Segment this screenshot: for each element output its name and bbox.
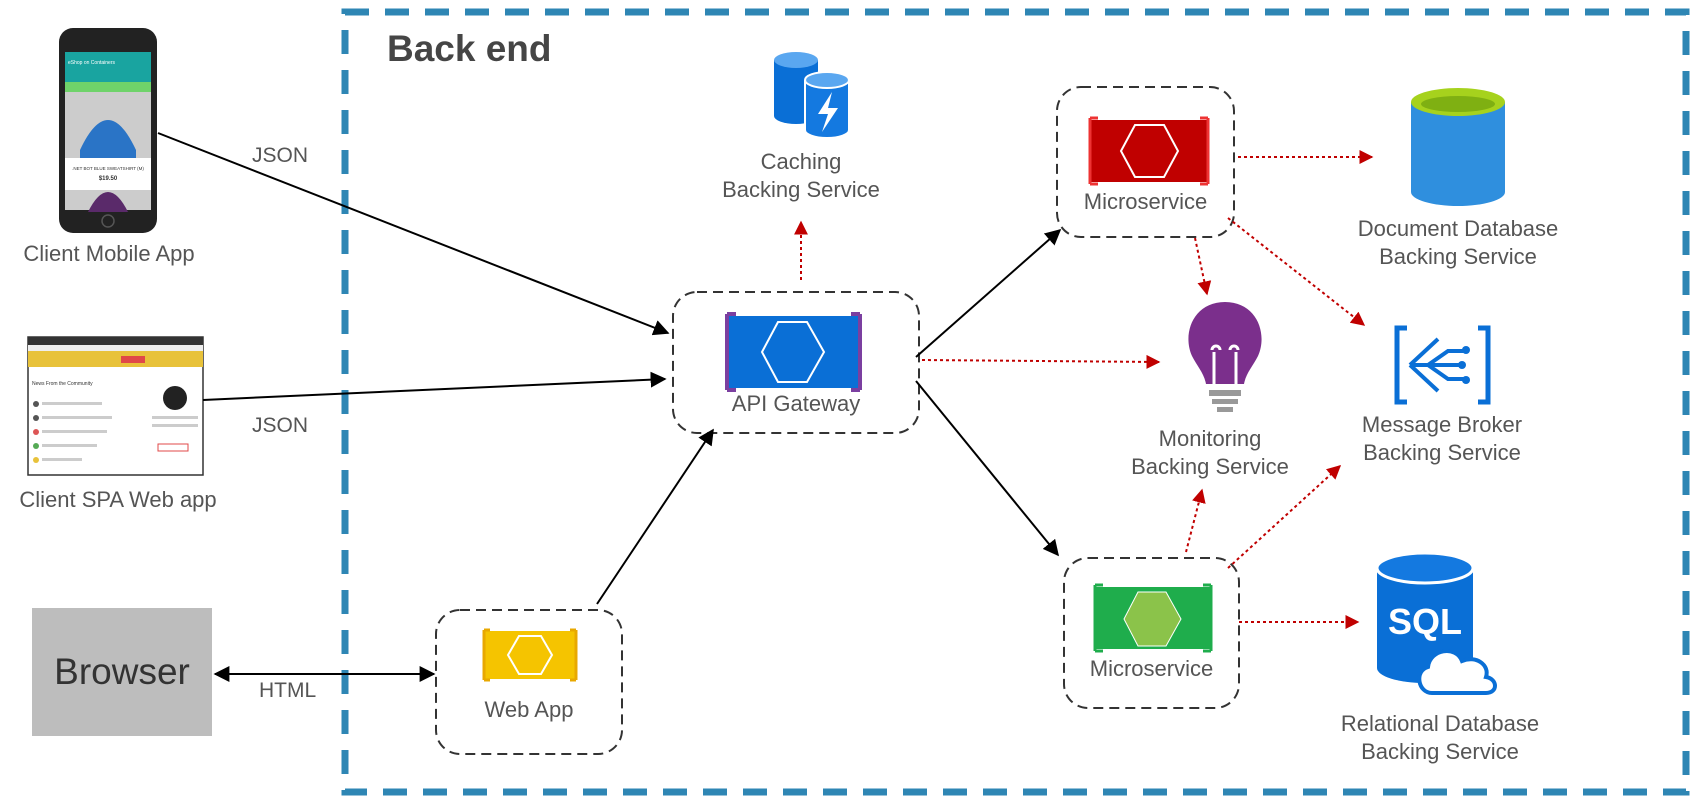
document-db-service-label: Document Database Backing Service [1323,215,1593,271]
microservice-top-icon [1088,116,1210,186]
microservice-bottom-label: Microservice [1089,656,1214,681]
monitoring-service-line1: Monitoring [1158,426,1262,451]
edge-label-mobile-json: JSON [252,144,309,167]
mobile-product-price: $19.50 [99,176,118,182]
backend-title: Back end [387,28,552,69]
document-db-service-line2: Backing Service [1379,244,1537,269]
message-broker-service-line2: Backing Service [1363,440,1521,465]
microservice-bottom-icon [1093,583,1213,653]
caching-icon [774,52,850,139]
mobile-phone-device: eShop on Containers .NET BOT BLUE SWEATS… [59,28,157,233]
api-gateway-label: API Gateway [731,391,861,416]
spa-web-screenshot: News From the Community [27,336,204,476]
relational-database-icon: SQL [1375,551,1497,695]
relational-db-service-line1: Relational Database [1340,711,1540,736]
edge-label-spa-json: JSON [252,414,309,437]
web-app-icon [482,628,578,682]
relational-db-service-label: Relational Database Backing Service [1305,710,1575,766]
arrow-gateway-to-ms-bottom [915,380,1060,557]
client-mobile-app-label: Client Mobile App [23,241,195,266]
arrow-mobile-to-gateway [157,132,670,336]
web-app-label: Web App [484,697,574,722]
backend-boundary [341,8,1690,796]
message-broker-service-line1: Message Broker [1361,412,1523,437]
mobile-product-name: .NET BOT BLUE SWEATSHIRT (M) [72,166,144,171]
relational-db-service-line2: Backing Service [1361,739,1519,764]
api-gateway-icon [725,312,862,392]
arrow-ms-top-to-monitoring [1194,237,1212,296]
arrow-ms-bottom-to-monitoring [1185,488,1206,553]
caching-service-line1: Caching [760,149,842,174]
monitoring-service-label: Monitoring Backing Service [1110,425,1310,481]
sql-icon-text: SQL [1388,601,1462,642]
microservice-bottom-box [1063,557,1240,709]
edge-label-browser-html: HTML [259,679,317,702]
client-spa-web-app-label: Client SPA Web app [19,487,217,512]
document-database-icon [1411,88,1505,206]
arrow-ms-top-to-broker [1227,217,1366,326]
document-db-service-line1: Document Database [1357,216,1559,241]
arrow-gateway-to-monitoring [921,354,1161,369]
arrow-gateway-to-ms-top [915,228,1062,358]
monitoring-lightbulb-icon [1188,302,1262,412]
caching-service-label: Caching Backing Service [701,148,901,204]
mobile-screen-title: eShop on Containers [68,60,115,66]
arrow-webapp-to-gateway [596,428,714,605]
message-broker-icon [1394,325,1491,405]
arrow-ms-bottom-to-broker [1227,465,1342,569]
arrow-spa-to-gateway [202,371,667,401]
microservice-top-label: Microservice [1083,189,1208,214]
web-app-box [435,609,623,755]
microservice-top-box [1056,86,1235,238]
caching-service-line2: Backing Service [722,177,880,202]
message-broker-service-label: Message Broker Backing Service [1317,411,1567,467]
spa-heading: News From the Community [32,381,93,387]
monitoring-service-line2: Backing Service [1131,454,1289,479]
browser-box: Browser [32,608,212,736]
api-gateway-box [672,291,920,434]
